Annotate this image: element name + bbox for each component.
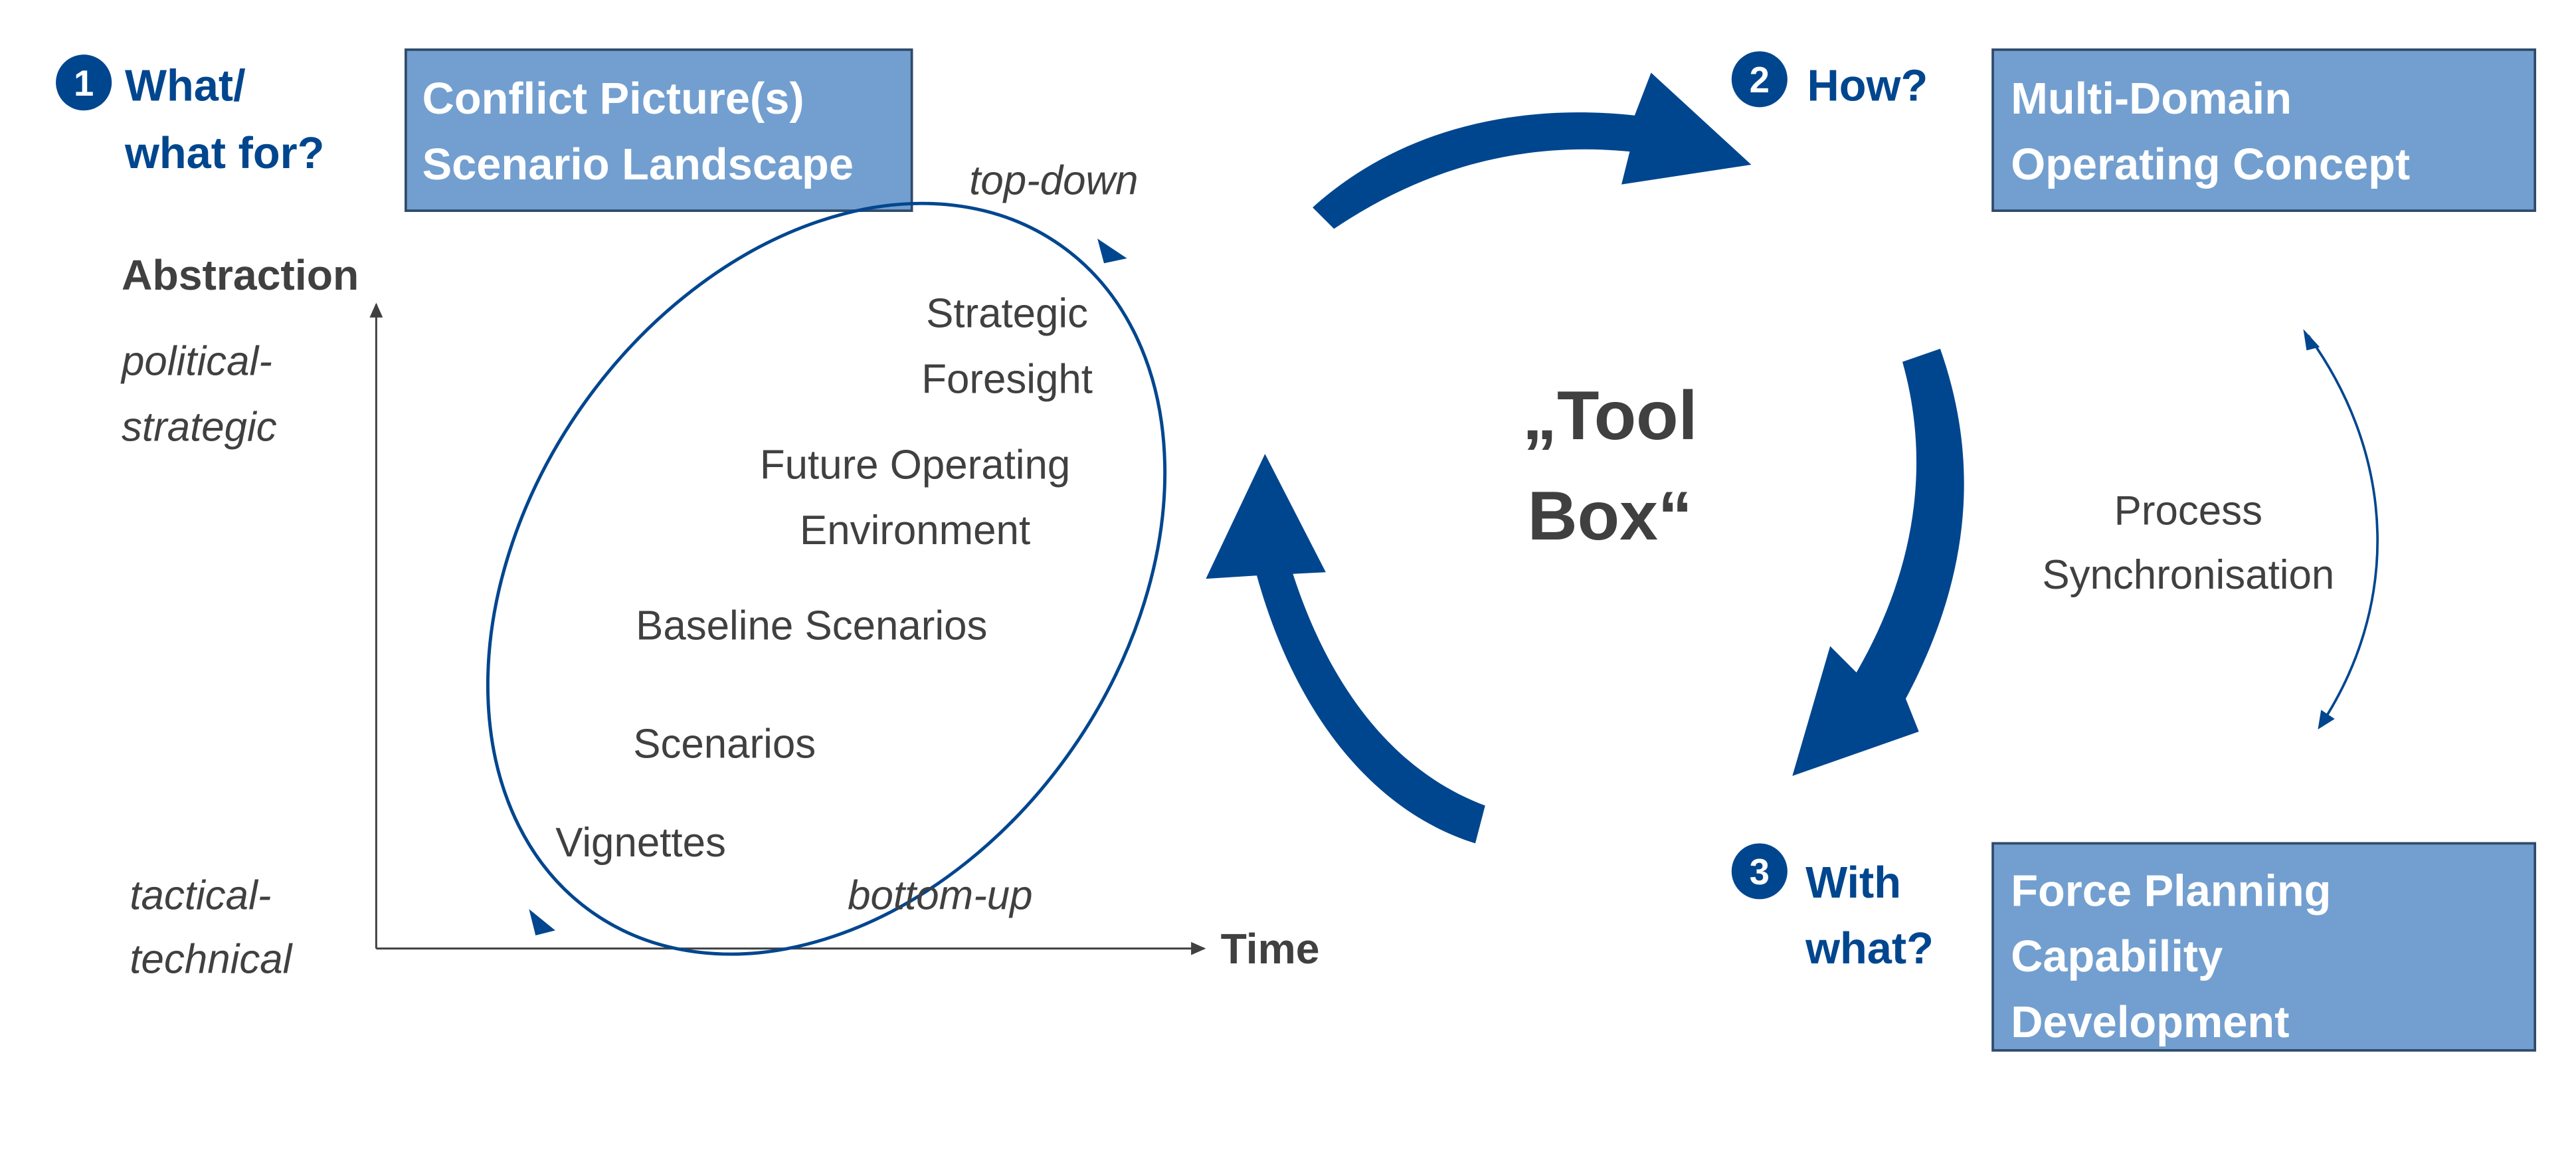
x-axis-label: Time bbox=[1221, 925, 1320, 973]
step-box-line-2: Scenario Landscape bbox=[422, 140, 854, 189]
toolbox-cycle: „Tool Box“ bbox=[1206, 72, 1964, 844]
curved-arrow-icon bbox=[1206, 454, 1485, 844]
step-number: 3 bbox=[1750, 852, 1770, 892]
level-strategic-foresight-line-2: Foresight bbox=[921, 357, 1093, 403]
top-down-label: top-down bbox=[969, 157, 1138, 203]
abstraction-cycle: top-down bottom-up Strategic Foresight F… bbox=[486, 157, 1167, 956]
level-vignettes: Vignettes bbox=[555, 820, 726, 866]
level-strategic-foresight-line-1: Strategic bbox=[926, 291, 1088, 337]
step-box bbox=[405, 48, 913, 212]
step-number-badge bbox=[1731, 51, 1788, 108]
sync-arrow-icon bbox=[2307, 335, 2379, 730]
y-axis-top-line-1: political- bbox=[120, 338, 272, 384]
y-axis-bottom-line-2: technical bbox=[130, 937, 293, 983]
toolbox-title-line-1: „Tool bbox=[1522, 377, 1697, 454]
bottom-arrowhead-icon bbox=[529, 909, 555, 935]
sync-label-line-1: Process bbox=[2114, 488, 2262, 534]
step-question-line-2: what for? bbox=[124, 129, 324, 178]
step-box-line-2: Capability bbox=[2011, 932, 2223, 981]
sync-arrowhead-top-icon bbox=[2303, 329, 2320, 351]
top-arrowhead-icon bbox=[1097, 239, 1127, 264]
step-question-line-1: How? bbox=[1807, 61, 1928, 110]
step-number: 1 bbox=[74, 63, 94, 104]
sync-label-line-2: Synchronisation bbox=[2042, 552, 2334, 598]
step-box-line-3: Development bbox=[2011, 998, 2289, 1047]
process-synchronisation: Process Synchronisation bbox=[2042, 329, 2379, 730]
step-box-line-1: Multi-Domain bbox=[2011, 74, 2292, 124]
curved-arrow-icon bbox=[1313, 72, 1752, 229]
y-axis-label: Abstraction bbox=[122, 251, 359, 299]
step-2: 2 How? Multi-Domain Operating Concept bbox=[1731, 48, 2537, 212]
level-future-operating-environment-line-1: Future Operating bbox=[760, 442, 1070, 488]
step-box-line-1: Force Planning bbox=[2011, 866, 2331, 916]
step-box-line-1: Conflict Picture(s) bbox=[422, 74, 804, 124]
step-box bbox=[1991, 48, 2537, 212]
step-question-line-1: With bbox=[1805, 858, 1901, 908]
y-axis-bottom-line-1: tactical- bbox=[130, 872, 271, 918]
step-question-line-2: what? bbox=[1805, 924, 1934, 973]
loop-arrow-icon bbox=[486, 201, 1167, 956]
toolbox-title-line-2: Box“ bbox=[1528, 478, 1693, 555]
step-number: 2 bbox=[1750, 60, 1770, 100]
y-axis-top-line-2: strategic bbox=[122, 404, 277, 450]
step-number-badge bbox=[1731, 843, 1788, 900]
step-3: 3 With what? Force Planning Capability D… bbox=[1731, 842, 2537, 1052]
step-box bbox=[1991, 842, 2537, 1052]
step-1: 1 What/ what for? Conflict Picture(s) Sc… bbox=[56, 48, 913, 212]
curved-arrow-icon bbox=[1792, 348, 1964, 776]
bottom-up-label: bottom-up bbox=[848, 872, 1032, 918]
level-scenarios: Scenarios bbox=[633, 722, 816, 767]
abstraction-time-axes: Abstraction Time political- strategic ta… bbox=[120, 251, 1320, 983]
step-box-line-2: Operating Concept bbox=[2011, 140, 2410, 189]
step-question-line-1: What/ bbox=[125, 61, 246, 110]
step-number-badge bbox=[56, 54, 112, 111]
level-future-operating-environment-line-2: Environment bbox=[800, 508, 1030, 553]
level-baseline-scenarios: Baseline Scenarios bbox=[636, 603, 987, 649]
